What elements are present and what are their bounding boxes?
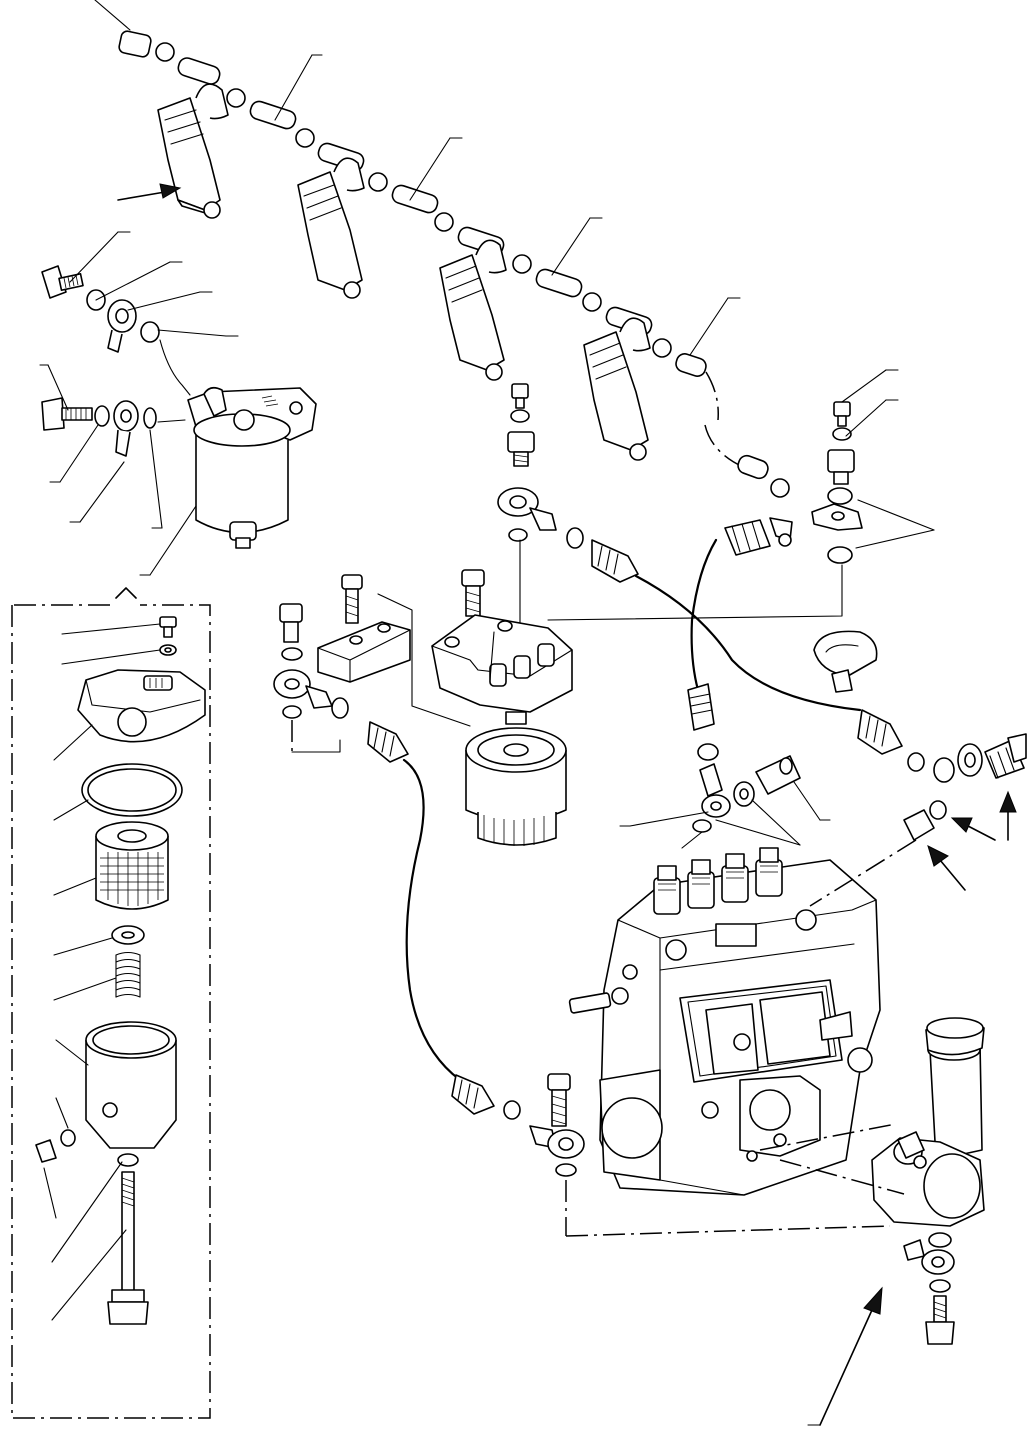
hose-strap [813, 630, 878, 693]
pump-inlet-fittings [451, 1073, 585, 1177]
pump-supply-fittings [687, 683, 801, 833]
banjo-fittings-filter [41, 265, 160, 457]
pump-leaders [565, 839, 917, 1237]
bracket-leaders [291, 564, 843, 755]
injection-pump [568, 847, 881, 1196]
feed-pump [871, 1017, 985, 1227]
arrow-feed-pump [807, 1286, 883, 1426]
injector-4 [583, 317, 651, 461]
callout-leaders-exploded [43, 623, 161, 1321]
center-banjo-stack [497, 383, 639, 583]
right-hose-fittings [857, 709, 1027, 841]
callout-leaders-filter [39, 231, 239, 576]
right-banjo-stack [724, 401, 863, 564]
fuel-hoses [402, 538, 862, 1082]
exploded-filter-parts [35, 616, 206, 1325]
bracket-assembly [273, 569, 573, 846]
pump-supply-leaders [619, 781, 831, 849]
fuel-filter-assembly [187, 386, 317, 549]
right-stack-leaders [841, 369, 935, 549]
injector-3 [439, 239, 507, 381]
exploded-filter-box [11, 587, 211, 1419]
injector-2 [297, 157, 365, 299]
right-arrows [927, 790, 1017, 891]
callout-leaders-top [94, 0, 741, 356]
arrow-injector [117, 183, 182, 201]
injector-1 [157, 83, 229, 219]
feed-pump-fittings [903, 1232, 955, 1345]
